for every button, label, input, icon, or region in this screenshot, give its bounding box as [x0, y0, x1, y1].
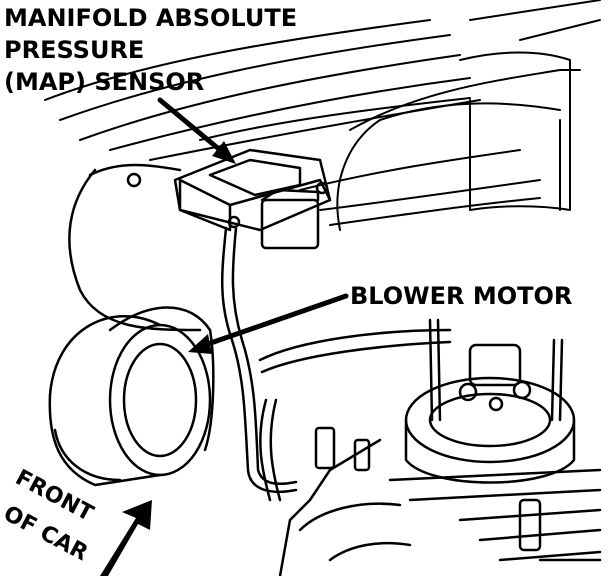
front-of-car-arrow-icon — [100, 500, 152, 576]
map-pointer-arrow — [157, 97, 236, 164]
blower-label: BLOWER MOTOR — [350, 282, 572, 310]
blower-pointer-arrow — [188, 293, 349, 354]
distributor — [404, 318, 576, 484]
map-sensor — [173, 148, 332, 250]
blower-motor — [48, 163, 215, 487]
map-label-line2: PRESSURE — [4, 36, 144, 64]
wiring-harness — [258, 328, 452, 502]
engine-block — [278, 426, 602, 576]
map-label-line1: MANIFOLD ABSOLUTE — [4, 4, 297, 32]
intake-plenum — [44, 0, 601, 231]
map-label-line3: (MAP) SENSOR — [4, 68, 204, 96]
